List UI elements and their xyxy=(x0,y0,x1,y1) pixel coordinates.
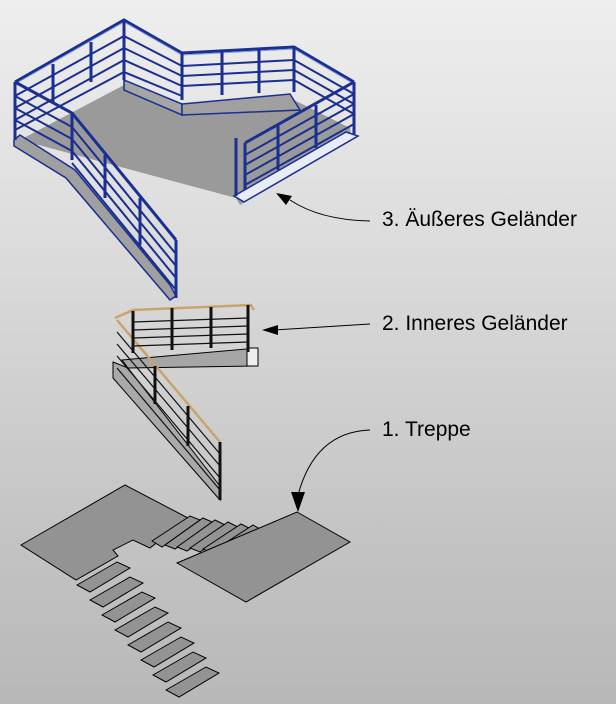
label-outer-railing: 3. Äußeres Geländer xyxy=(382,208,577,231)
inner-railing-leader xyxy=(262,323,371,335)
label-inner-railing: 2. Inneres Geländer xyxy=(382,312,568,335)
label-stair: 1. Treppe xyxy=(382,418,471,441)
stair-leader xyxy=(291,429,371,512)
outer-railing xyxy=(13,18,360,301)
outer-railing-leader xyxy=(276,193,371,222)
inner-railing xyxy=(112,303,259,502)
stair xyxy=(20,484,352,698)
